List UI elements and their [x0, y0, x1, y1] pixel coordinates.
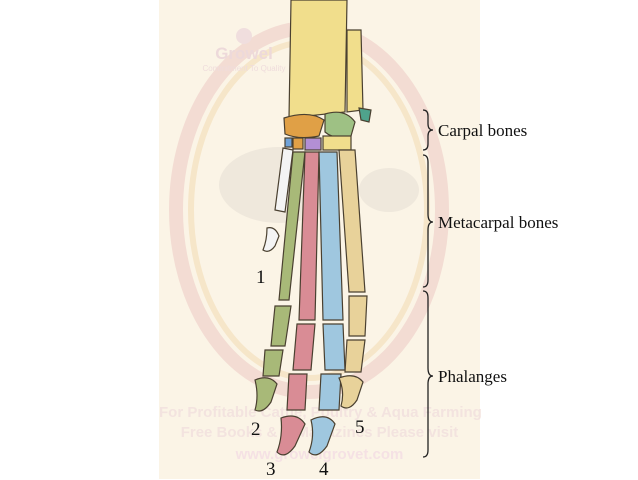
digit-2-number: 2 — [251, 419, 261, 440]
carpal-teal-bone — [358, 107, 372, 123]
digit-5-claw — [338, 375, 364, 409]
digit-3-number: 3 — [266, 459, 276, 480]
digit-5-phalanx-2 — [344, 339, 366, 373]
digit-4-claw — [308, 416, 336, 456]
digit-3-phalanx-1 — [292, 323, 316, 371]
carpal-bones-label: Carpal bones — [438, 121, 528, 140]
carpal-green-bone — [324, 111, 356, 138]
phalanges-label: Phalanges — [438, 367, 507, 386]
watermark-logo: Growel Commitment To Quality — [189, 28, 299, 73]
forelimb-bones-diagram — [254, 0, 434, 458]
digit-2-phalanx-1 — [270, 305, 292, 347]
digit-1-metacarpal — [274, 147, 294, 213]
digit-3-metacarpal — [298, 151, 320, 321]
carpal-bracket — [422, 109, 434, 151]
digit-4-number: 4 — [319, 459, 329, 480]
carpal-purple-bone — [304, 137, 322, 151]
digit-4-phalanx-1 — [322, 323, 346, 371]
watermark-logo-text: Growel — [215, 44, 273, 63]
digit-3-claw — [276, 415, 306, 456]
digit-1-claw — [262, 227, 280, 252]
watermark-logo-icon — [236, 28, 252, 44]
watermark-logo-tagline: Commitment To Quality — [202, 64, 286, 73]
carpal-yellow-bone — [322, 135, 352, 151]
watermark-line-1: For Profitable Cattle, Poultry & Aqua Fa… — [159, 404, 482, 421]
radius-bone — [288, 0, 348, 119]
digit-5-number: 5 — [355, 417, 365, 438]
carpal-orange-bone — [283, 113, 325, 139]
illustration-panel: Growel Commitment To Quality For Profita… — [159, 0, 482, 479]
phalanges-bracket — [422, 290, 434, 458]
carpal-small-2-bone — [292, 137, 304, 150]
digit-2-claw — [254, 377, 278, 412]
carpal-small-1-bone — [284, 137, 293, 148]
digit-4-metacarpal — [318, 151, 344, 321]
digit-5-phalanx-1 — [348, 295, 368, 337]
digit-5-metacarpal — [338, 149, 366, 293]
metacarpal-bracket — [422, 154, 434, 288]
ulna-bone — [346, 29, 364, 113]
metacarpal-bones-label: Metacarpal bones — [438, 213, 559, 232]
digit-2-phalanx-2 — [262, 349, 284, 377]
digit-2-metacarpal — [278, 151, 306, 301]
digit-4-phalanx-2 — [318, 373, 342, 411]
digit-3-phalanx-2 — [286, 373, 308, 411]
digit-1-number: 1 — [256, 267, 266, 288]
